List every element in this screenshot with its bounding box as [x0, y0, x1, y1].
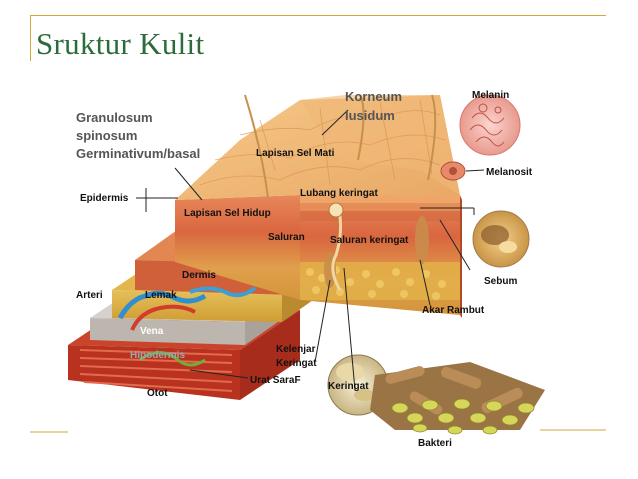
label-sebum: Sebum [484, 276, 517, 287]
slide-title: Sruktur Kulit [36, 26, 205, 61]
label-lusidum: lusidum [345, 108, 395, 123]
label-lemak: Lemak [145, 290, 177, 301]
leader-lines [136, 109, 485, 391]
label-melanin: Melanin [472, 90, 509, 101]
label-kelenjar: Kelenjar [276, 344, 316, 355]
label-arteri: Arteri [76, 290, 103, 301]
label-melanosit: Melanosit [486, 167, 533, 178]
bacteria-cluster [370, 362, 545, 435]
label-spinosum: spinosum [76, 128, 137, 143]
label-vena: Vena [140, 326, 164, 337]
keringat-inset [327, 354, 389, 416]
top-rule [30, 15, 606, 16]
label-saluran: Saluran [268, 232, 305, 243]
label-bakteri: Bakteri [418, 438, 452, 449]
label-germinativum: Germinativum/basal [76, 146, 200, 161]
label-lapisan-sel-mati: Lapisan Sel Mati [256, 148, 335, 159]
label-urat-saraf: Urat SaraF [250, 375, 301, 386]
label-granulosum: Granulosum [76, 110, 153, 125]
diagram-labels: Granulosum spinosum Germinativum/basal E… [76, 89, 533, 449]
sebum-inset [472, 210, 530, 268]
label-otot: Otot [147, 388, 168, 399]
melanosit-inset [440, 161, 466, 181]
epidermis-block [175, 94, 462, 318]
blood-vessels [117, 286, 257, 367]
label-hipodermis: Hipodermis [130, 350, 185, 361]
label-akar-rambut: Akar Rambut [422, 305, 485, 316]
label-lapisan-sel-hidup: Lapisan Sel Hidup [184, 208, 271, 219]
label-kelenjar-keringat: Keringat [276, 358, 317, 369]
label-korneum: Korneum [345, 89, 402, 104]
melanin-inset [459, 94, 521, 156]
label-lubang-keringat: Lubang keringat [300, 188, 378, 199]
title-accent-bar [30, 15, 31, 61]
label-epidermis: Epidermis [80, 193, 129, 204]
label-saluran-keringat: Saluran keringat [330, 235, 409, 246]
label-dermis: Dermis [182, 270, 216, 281]
label-keringat: Keringat [328, 381, 369, 392]
